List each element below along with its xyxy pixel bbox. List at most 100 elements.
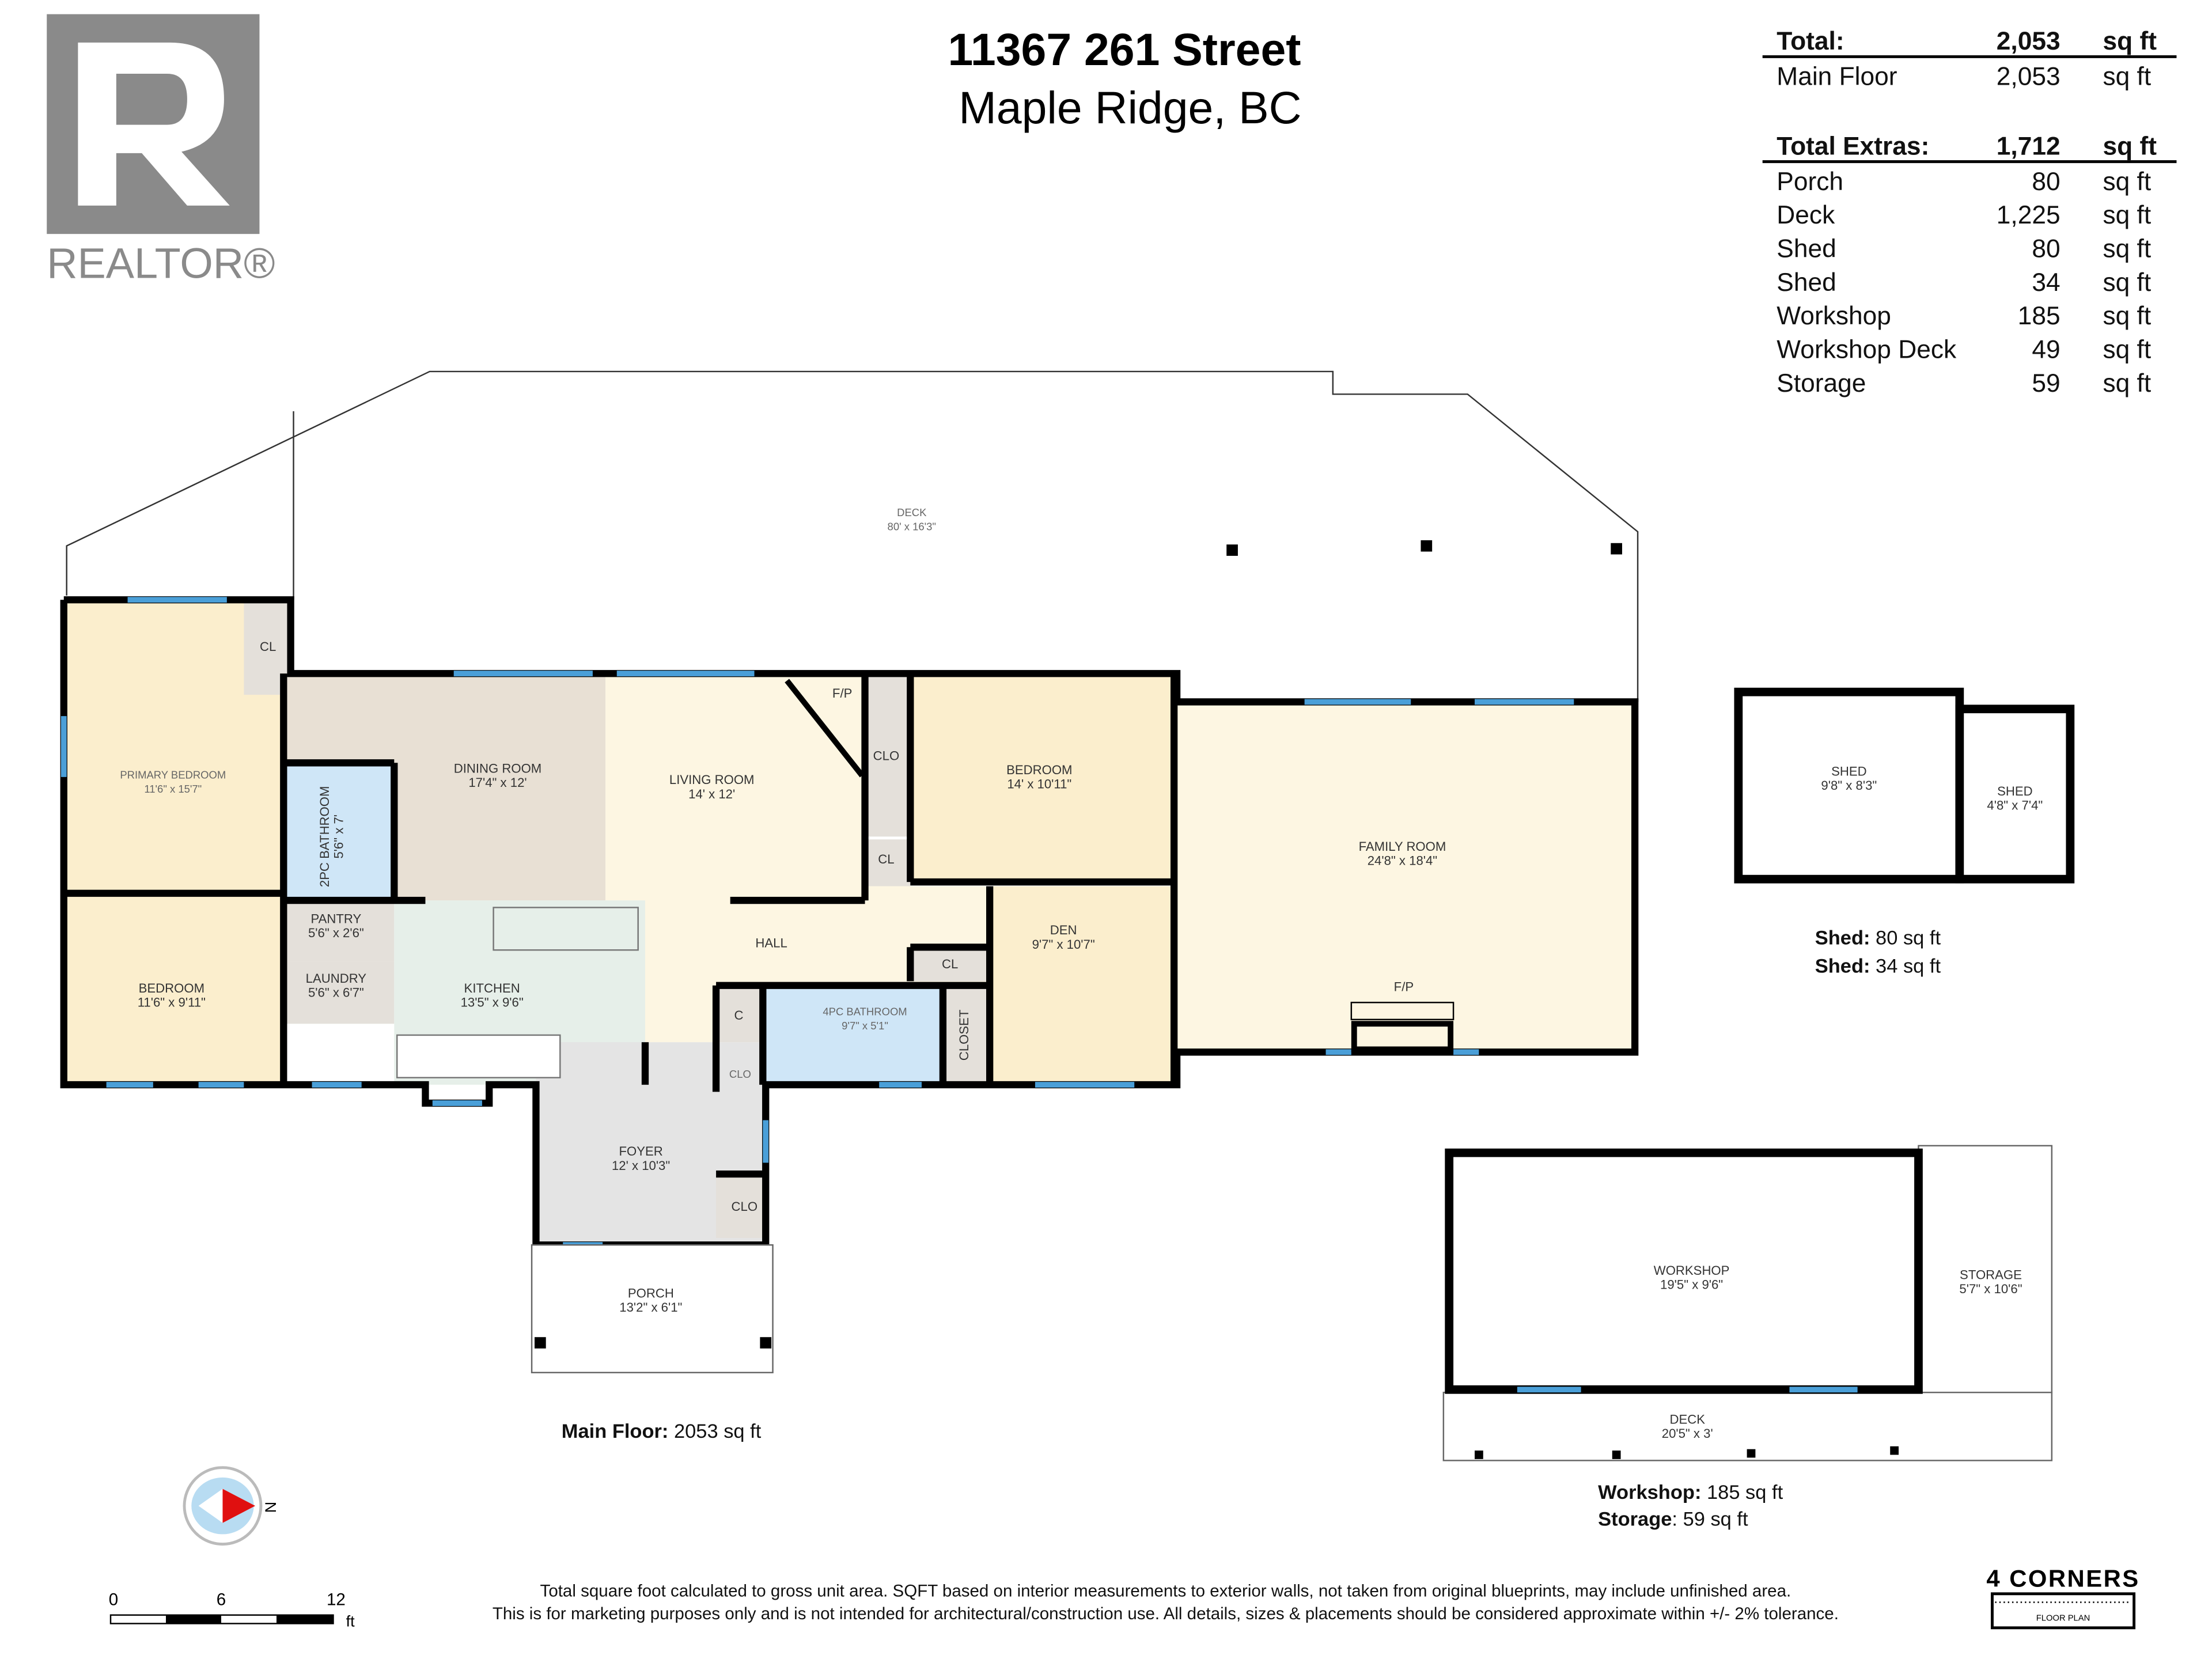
- room-dimensions: 11'6" x 15'7": [144, 783, 202, 795]
- room-dimensions: 5'6" x 6'7": [308, 985, 364, 999]
- kitchen-island: [493, 907, 639, 951]
- room-fill-laundry: [281, 961, 395, 1024]
- room-name: F/P: [1394, 980, 1414, 994]
- main-floor-caption-label: Main Floor:: [562, 1421, 669, 1442]
- room-name: BEDROOM: [1006, 763, 1072, 777]
- room-name: STORAGE: [1960, 1267, 2022, 1282]
- extras-label: Workshop Deck: [1777, 336, 1957, 364]
- total-unit: sq ft: [2103, 27, 2157, 55]
- workshop-caption: Workshop: 185 sq ft: [1598, 1482, 1783, 1503]
- room-name: PORCH: [628, 1286, 674, 1300]
- room-name: DECK: [897, 506, 927, 518]
- main-floor-caption: Main Floor: 2053 sq ft: [562, 1421, 762, 1442]
- room-hall: HALL: [755, 935, 787, 950]
- room-fill-clo: [865, 673, 911, 837]
- four-corners-logo: 4 CORNERS FLOOR PLAN: [1986, 1565, 2139, 1630]
- room-f-p: F/P: [832, 686, 852, 700]
- extras-label: Deck: [1777, 201, 1835, 229]
- extras-value: 34: [2032, 268, 2060, 297]
- extras-value: 80: [2032, 235, 2060, 263]
- total-extras-value: 1,712: [1997, 132, 2061, 160]
- room-name: KITCHEN: [464, 981, 520, 995]
- main-floor-unit: sq ft: [2103, 63, 2151, 91]
- room-cl: CL: [260, 639, 276, 654]
- room-dimensions: 14' x 10'11": [1007, 777, 1071, 791]
- room-dimensions: 5'6" x 2'6": [308, 926, 364, 940]
- room-fill-bedroom: [910, 673, 1175, 882]
- room-f-p: F/P: [1394, 980, 1414, 994]
- room-dimensions: 9'8" x 8'3": [1821, 778, 1877, 793]
- room-fill-c: [716, 988, 763, 1043]
- extras-label: Storage: [1777, 369, 1866, 397]
- scale-tick-6: 6: [217, 1590, 226, 1609]
- room-name: CL: [260, 639, 276, 654]
- total-value: 2,053: [1997, 27, 2061, 55]
- area-table: Total: 2,053 sq ft Main Floor 2,053 sq f…: [1762, 27, 2177, 397]
- room-name: LIVING ROOM: [669, 772, 755, 787]
- room-dimensions: 13'2" x 6'1": [619, 1300, 682, 1315]
- deck-outline: [66, 370, 1639, 702]
- shed1-caption: Shed: 80 sq ft: [1815, 927, 1941, 949]
- total-extras-unit: sq ft: [2103, 132, 2157, 160]
- room-name: CL: [878, 852, 894, 866]
- room-fill-f-p: [787, 673, 865, 773]
- room-name: CLO: [732, 1199, 758, 1214]
- disclaimer-line2: This is for marketing purposes only and …: [493, 1604, 1839, 1623]
- room-name: FOYER: [619, 1144, 662, 1158]
- storage-caption-value: : 59 sq ft: [1672, 1509, 1748, 1531]
- room-c: C: [734, 1008, 743, 1022]
- compass-north-label: N: [262, 1502, 279, 1513]
- room-dimensions: 11'6" x 9'11": [138, 995, 206, 1010]
- room-clo: CLO: [732, 1199, 758, 1214]
- room-fill-cl: [910, 947, 990, 982]
- room-cl: CL: [878, 852, 894, 866]
- room-dimensions: 17'4" x 12': [468, 775, 527, 790]
- shed1-caption-label: Shed:: [1815, 927, 1870, 949]
- address-line2: Maple Ridge, BC: [959, 82, 1301, 133]
- extras-unit: sq ft: [2103, 336, 2151, 364]
- room-dimensions: 80' x 16'3": [888, 521, 936, 533]
- extras-value: 49: [2032, 336, 2060, 364]
- room-cl: CL: [942, 957, 958, 971]
- main-floor-value: 2,053: [1997, 63, 2061, 91]
- room-name: WORKSHOP: [1654, 1263, 1730, 1278]
- extras-value: 59: [2032, 369, 2060, 397]
- room-name: LAUNDRY: [306, 971, 367, 986]
- total-extras-label: Total Extras:: [1777, 132, 1929, 160]
- room-name: FAMILY ROOM: [1359, 839, 1446, 854]
- storage-caption-label: Storage: [1598, 1509, 1672, 1531]
- exterior-walls: [60, 596, 1639, 1249]
- room-name: PANTRY: [311, 911, 362, 926]
- room-dimensions: 5'7" x 10'6": [1959, 1282, 2022, 1296]
- room-dimensions: 9'7" x 5'1": [842, 1020, 888, 1032]
- room-name: 4PC BATHROOM: [823, 1005, 907, 1017]
- shed1-caption-value: 80 sq ft: [1870, 927, 1941, 949]
- windows: [60, 597, 1574, 1248]
- scale-tick-0: 0: [109, 1590, 118, 1609]
- shed2-caption-value: 34 sq ft: [1870, 956, 1941, 978]
- extras-unit: sq ft: [2103, 168, 2151, 196]
- workshop-caption-label: Workshop:: [1598, 1482, 1701, 1503]
- workshop-caption-value: 185 sq ft: [1701, 1482, 1783, 1503]
- room-name: C: [734, 1008, 743, 1022]
- room-name: DEN: [1050, 923, 1077, 937]
- sheds: [1734, 687, 2075, 884]
- room-fill-den: [990, 886, 1175, 1085]
- kitchen-counter: [396, 1034, 561, 1079]
- room-clo: CLO: [873, 748, 900, 763]
- room-name: CLOSET: [957, 1009, 971, 1060]
- brand-name: 4 CORNERS: [1986, 1565, 2139, 1592]
